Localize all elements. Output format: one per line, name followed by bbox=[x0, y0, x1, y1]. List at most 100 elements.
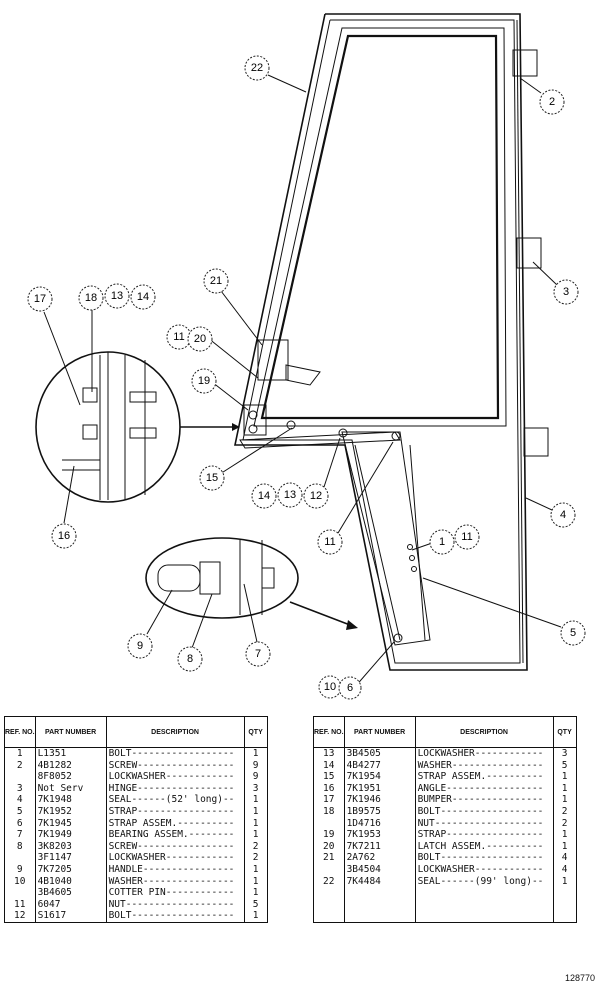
ref-cell: 4 bbox=[4, 794, 36, 806]
header-qty: QTY bbox=[552, 716, 577, 748]
callout-15: 15 bbox=[199, 465, 225, 491]
description-cell: BOLT------------------ bbox=[105, 910, 245, 923]
detail-view-bumper bbox=[35, 351, 240, 503]
hinge-middle bbox=[516, 237, 542, 269]
door-frame bbox=[234, 13, 549, 671]
ref-cell: 22 bbox=[313, 875, 345, 888]
svg-text:21: 21 bbox=[210, 275, 222, 287]
callout-11: 11 bbox=[454, 524, 480, 550]
part-number-cell bbox=[343, 898, 416, 911]
part-number-cell: 7K1952 bbox=[34, 805, 107, 818]
part-number-cell: 3B4504 bbox=[343, 863, 416, 876]
hinge-top bbox=[512, 49, 538, 77]
svg-text:2: 2 bbox=[549, 96, 555, 108]
description-cell: STRAP----------------- bbox=[105, 805, 245, 818]
qty-cell: 1 bbox=[552, 794, 577, 806]
callout-2: 2 bbox=[539, 89, 565, 115]
description-cell: NUT------------------- bbox=[414, 817, 554, 830]
part-number-cell: S1617 bbox=[34, 910, 107, 923]
svg-text:13: 13 bbox=[284, 489, 296, 501]
qty-cell: 4 bbox=[552, 863, 577, 876]
door-assembly-drawing: 22 2 3 4 5 21 11 20 19 15 14 13 12 11 1 … bbox=[27, 13, 586, 700]
ref-cell: 20 bbox=[313, 840, 345, 853]
ref-cell: 15 bbox=[313, 771, 345, 783]
qty-cell: 1 bbox=[552, 840, 577, 853]
header-qty: QTY bbox=[243, 716, 268, 748]
svg-text:11: 11 bbox=[461, 531, 472, 543]
table-row bbox=[313, 910, 577, 923]
hinge-bottom bbox=[523, 427, 549, 457]
part-number-cell: 7K1945 bbox=[34, 817, 107, 830]
svg-text:18: 18 bbox=[85, 292, 97, 304]
part-number-cell: 3F1147 bbox=[34, 852, 107, 864]
qty-cell: 4 bbox=[552, 852, 577, 864]
part-number-cell: 3B4505 bbox=[343, 747, 416, 760]
part-number-cell: 4B4277 bbox=[343, 759, 416, 772]
ref-cell: 13 bbox=[313, 747, 345, 760]
ref-cell: 19 bbox=[313, 829, 345, 841]
description-cell: BEARING ASSEM.-------- bbox=[105, 829, 245, 841]
callout-13: 13 bbox=[104, 283, 130, 309]
callout-12: 12 bbox=[303, 483, 329, 509]
part-number-cell: 1B9575 bbox=[343, 805, 416, 818]
description-cell: LOCKWASHER------------ bbox=[105, 852, 245, 864]
callout-11: 11 bbox=[317, 529, 343, 555]
qty-cell: 1 bbox=[243, 817, 268, 830]
description-cell: BOLT------------------ bbox=[414, 852, 554, 864]
svg-text:11: 11 bbox=[324, 536, 335, 548]
description-cell: LOCKWASHER------------ bbox=[414, 863, 554, 876]
part-number-cell: 7K1948 bbox=[34, 794, 107, 806]
qty-cell: 1 bbox=[243, 747, 268, 760]
description-cell: BUMPER---------------- bbox=[414, 794, 554, 806]
description-cell: WASHER---------------- bbox=[414, 759, 554, 772]
part-number-cell: 3B4605 bbox=[34, 887, 107, 899]
description-cell bbox=[414, 910, 554, 923]
qty-cell: 2 bbox=[243, 840, 268, 853]
ref-cell: 12 bbox=[4, 910, 36, 923]
qty-cell: 5 bbox=[243, 898, 268, 911]
part-number-cell: 2A762 bbox=[343, 852, 416, 864]
description-cell: STRAP ASSEM.---------- bbox=[414, 771, 554, 783]
description-cell: NUT------------------- bbox=[105, 898, 245, 911]
description-cell: LATCH ASSEM.---------- bbox=[414, 840, 554, 853]
description-cell: HINGE----------------- bbox=[105, 782, 245, 795]
svg-text:19: 19 bbox=[198, 375, 210, 387]
svg-text:14: 14 bbox=[137, 291, 149, 303]
part-number-cell: 6047 bbox=[34, 898, 107, 911]
part-number-cell: 7K1951 bbox=[343, 782, 416, 795]
qty-cell: 9 bbox=[243, 759, 268, 772]
svg-text:15: 15 bbox=[206, 472, 218, 484]
qty-cell: 9 bbox=[243, 771, 268, 783]
callout-3: 3 bbox=[553, 279, 579, 305]
svg-text:4: 4 bbox=[560, 509, 566, 521]
qty-cell: 1 bbox=[243, 887, 268, 899]
qty-cell bbox=[552, 898, 577, 911]
callout-8: 8 bbox=[177, 646, 203, 672]
description-cell: BOLT------------------ bbox=[414, 805, 554, 818]
part-number-cell: 7K1946 bbox=[343, 794, 416, 806]
part-number-cell: 3K8203 bbox=[34, 840, 107, 853]
window-glass bbox=[260, 34, 500, 420]
description-cell: BOLT------------------ bbox=[105, 747, 245, 760]
part-number-cell: 7K7211 bbox=[343, 840, 416, 853]
part-number-cell bbox=[343, 910, 416, 923]
description-cell: COTTER PIN------------ bbox=[105, 887, 245, 899]
description-cell: STRAP----------------- bbox=[414, 829, 554, 841]
svg-text:7: 7 bbox=[255, 648, 261, 660]
ref-cell: 1 bbox=[4, 747, 36, 760]
svg-text:17: 17 bbox=[34, 293, 46, 305]
